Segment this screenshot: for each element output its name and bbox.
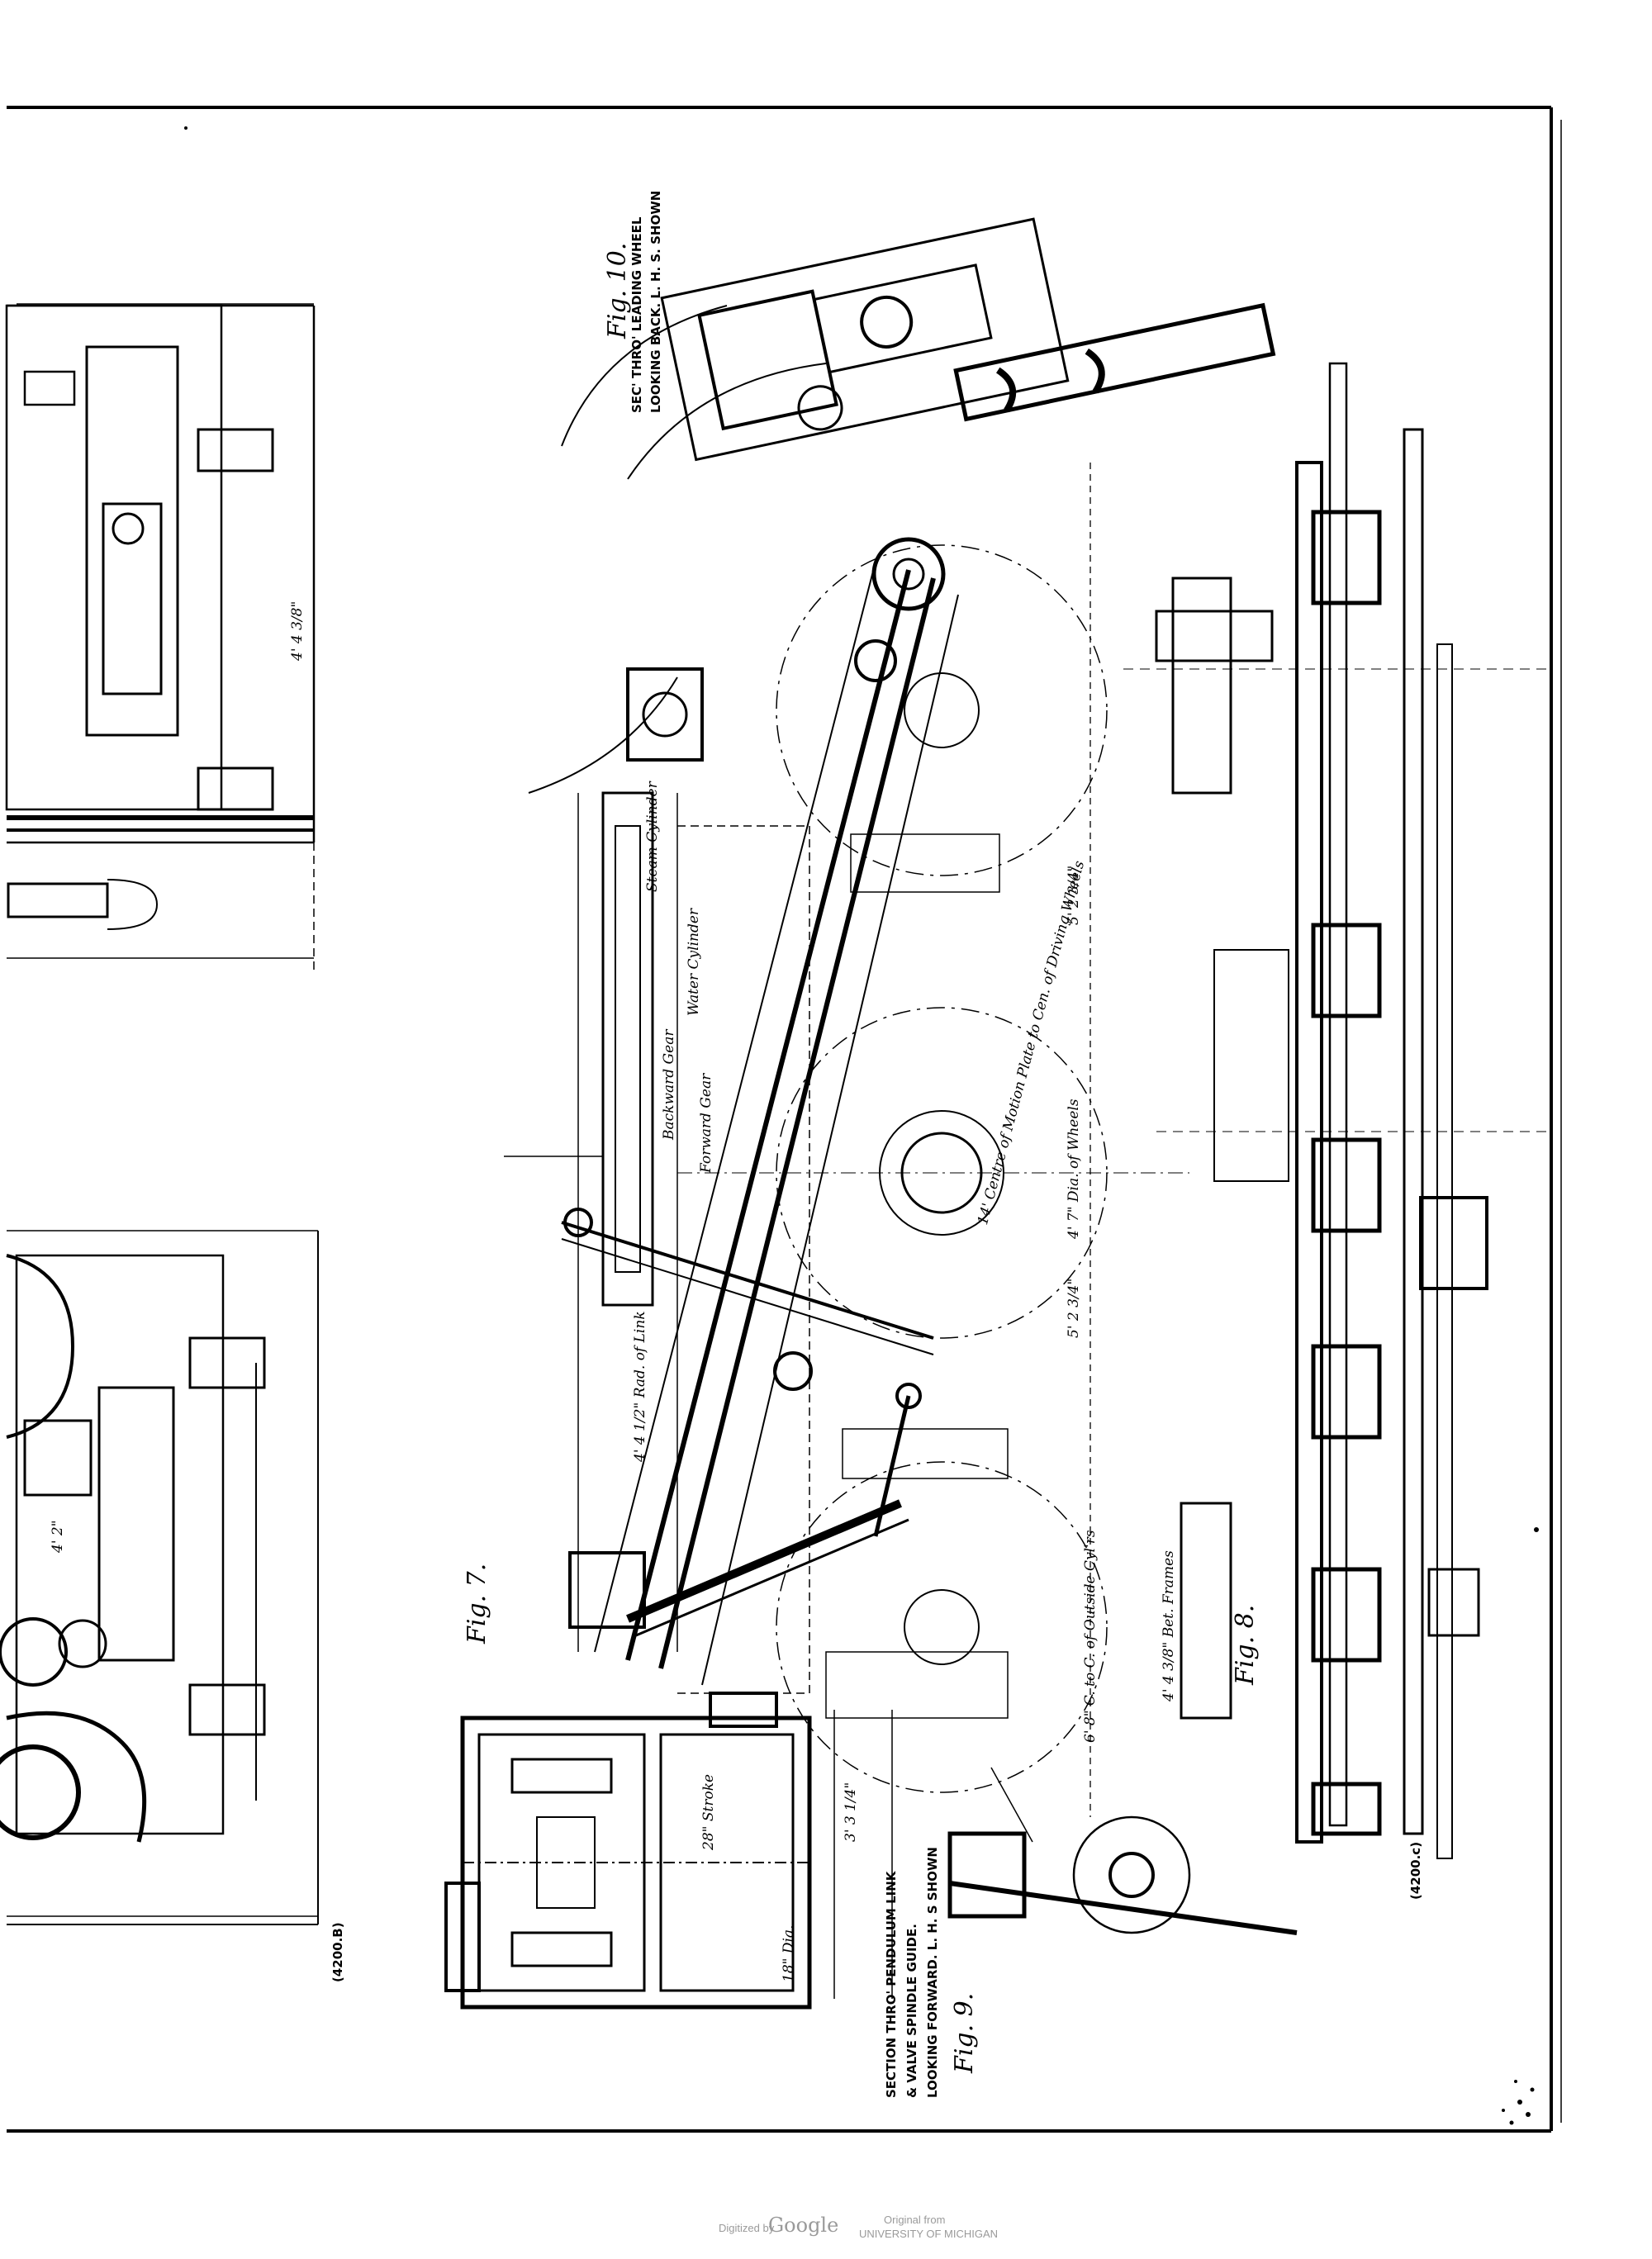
stroke-label: 28" Stroke xyxy=(700,1773,717,1850)
wheel-diameter-label: 4' 7" Dia. of Wheels xyxy=(1066,1099,1082,1239)
dimension-4: 4' 4 3/8" xyxy=(289,600,306,661)
water-cylinder-label: Water Cylinder xyxy=(686,908,702,1016)
fig10-leading-wheel-section xyxy=(660,217,1276,462)
bore-label: 18" Dia. xyxy=(781,1924,797,1982)
fig9-caption-line2: & VALVE SPINDLE GUIDE. xyxy=(904,1924,919,2098)
cylinder-block xyxy=(444,1692,893,2010)
scan-specks xyxy=(184,126,1539,2125)
steam-cylinder-label: Steam Cylinder xyxy=(644,781,661,892)
plate-ref-c: (4200.c) xyxy=(1408,1841,1423,1900)
digitized-by-text: Digitized by xyxy=(719,2222,775,2234)
left-end-view-lower xyxy=(0,1230,319,1925)
backward-gear-label: Backward Gear xyxy=(661,1029,677,1140)
fig9-caption-line3: LOOKING FORWARD. L. H. S SHOWN xyxy=(925,1847,940,2098)
google-logo-text: Google xyxy=(768,2214,839,2237)
fig10-caption-line1: SEC' THRO' LEADING WHEEL xyxy=(629,216,644,413)
fig9-label: Fig. 9. xyxy=(950,1992,979,2073)
original-from-text: Original from xyxy=(884,2214,946,2226)
fig10-label: Fig. 10. xyxy=(603,242,632,339)
fig8-label: Fig. 8. xyxy=(1231,1604,1260,1685)
valve-gear-stack xyxy=(504,667,704,1652)
dimension-1: 5' 2 3/4" xyxy=(1066,865,1082,925)
outside-cylinder-centres-label: 6' 8" C. to C. of Outside Cyl'rs xyxy=(1082,1530,1099,1743)
forward-gear-label: Forward Gear xyxy=(698,1073,714,1173)
fig8-frame-plan xyxy=(1123,362,1553,1859)
connecting-rod-assembly xyxy=(561,537,959,1686)
plate-border xyxy=(7,106,1562,2133)
left-end-view-upper xyxy=(5,303,316,975)
institution-text: UNIVERSITY OF MICHIGAN xyxy=(859,2228,999,2240)
fig9-pendulum-link-section xyxy=(947,1767,1298,1935)
plate-ref-b: (4200.B) xyxy=(330,1922,345,1982)
dimension-3: 3' 3 1/4" xyxy=(843,1782,859,1842)
fig7-label: Fig. 7. xyxy=(463,1563,491,1644)
between-frames-label: 4' 4 3/8" Bet. Frames xyxy=(1161,1550,1177,1701)
dimension-5: 4' 2" xyxy=(50,1520,66,1553)
dimension-2: 5' 2 3/4" xyxy=(1066,1278,1082,1338)
fig10-caption-line2: LOOKING BACK. L. H. S. SHOWN xyxy=(648,190,663,413)
fig9-caption-line1: SECTION THRO' PENDULUM LINK xyxy=(884,1871,899,2098)
link-radius-label: 4' 4 1/2" Rad. of Link xyxy=(632,1311,648,1462)
